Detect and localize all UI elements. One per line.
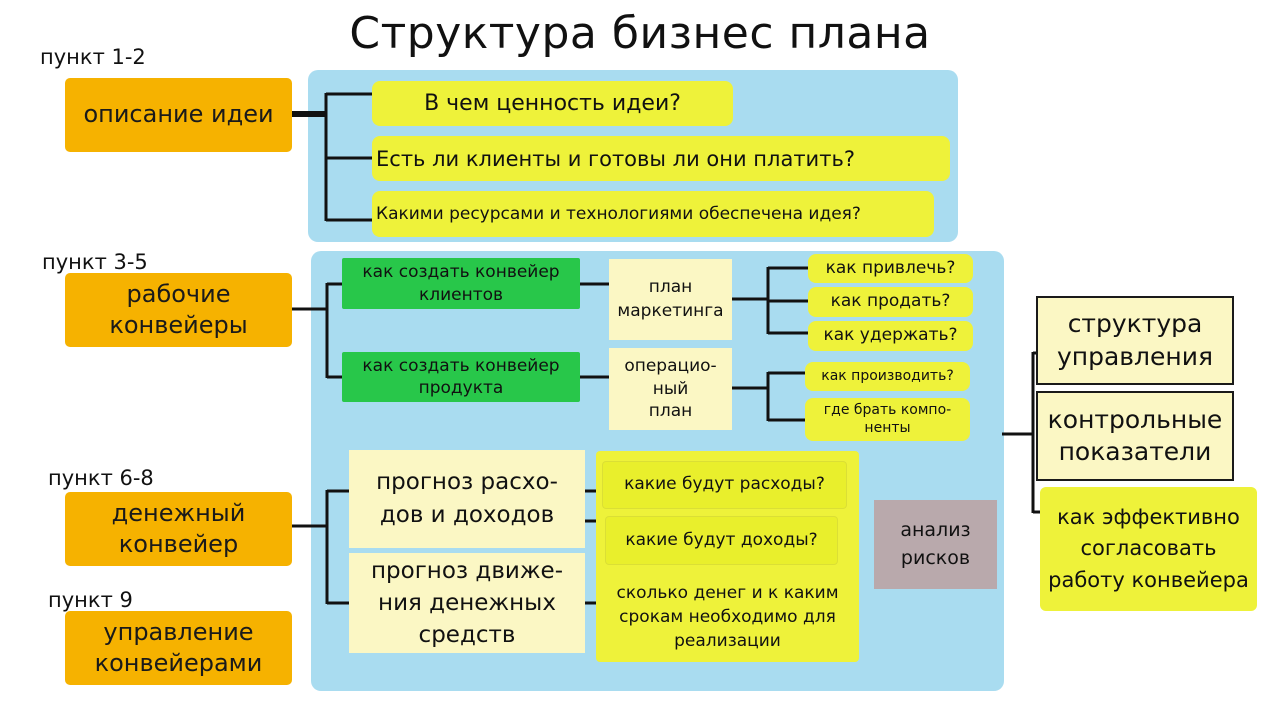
marketing-plan-box: план маркетинга [609, 259, 732, 340]
money-question-expenses: какие будут расходы? [603, 462, 846, 508]
point-label-3-5: пункт 3-5 [42, 250, 148, 274]
idea-question-resources: Какими ресурсами и технологиями обеспече… [372, 191, 934, 237]
category-conveyor-management: управление конвейерами [65, 611, 292, 685]
marketing-question-attract: как привлечь? [808, 254, 973, 283]
control-indicators-box: контрольные показатели [1036, 391, 1234, 481]
category-money-conveyor: денежный конвейер [65, 492, 292, 566]
money-question-funding: сколько денег и к каким срокам необходим… [616, 583, 839, 651]
clients-conveyor-box: как создать конвейер клиентов [342, 258, 580, 309]
page-title: Структура бизнес плана [349, 8, 931, 59]
category-idea-description: описание идеи [65, 78, 292, 152]
coordination-question-box: как эффективно согласовать работу конвей… [1040, 487, 1257, 611]
product-conveyor-box: как создать конвейер продукта [342, 352, 580, 402]
operational-question-components: где брать компо- ненты [805, 398, 970, 441]
management-structure-box: структура управления [1036, 296, 1234, 385]
operational-question-produce: как производить? [805, 362, 970, 391]
money-question-revenue: какие будут доходы? [606, 517, 837, 564]
risk-analysis-box: анализ рисков [874, 500, 997, 589]
cashflow-forecast-box: прогноз движе- ния денежных средств [349, 553, 585, 653]
category-working-conveyors: рабочие конвейеры [65, 273, 292, 347]
idea-question-value: В чем ценность идеи? [372, 81, 733, 126]
marketing-question-retain: как удержать? [808, 321, 973, 351]
point-label-1-2: пункт 1-2 [40, 45, 146, 69]
marketing-question-sell: как продать? [808, 287, 973, 317]
income-forecast-box: прогноз расхо- дов и доходов [349, 450, 585, 548]
operational-plan-box: операцио- ный план [609, 348, 732, 430]
point-label-6-8: пункт 6-8 [48, 466, 154, 490]
idea-question-clients: Есть ли клиенты и готовы ли они платить? [372, 136, 950, 181]
point-label-9: пункт 9 [48, 588, 133, 612]
